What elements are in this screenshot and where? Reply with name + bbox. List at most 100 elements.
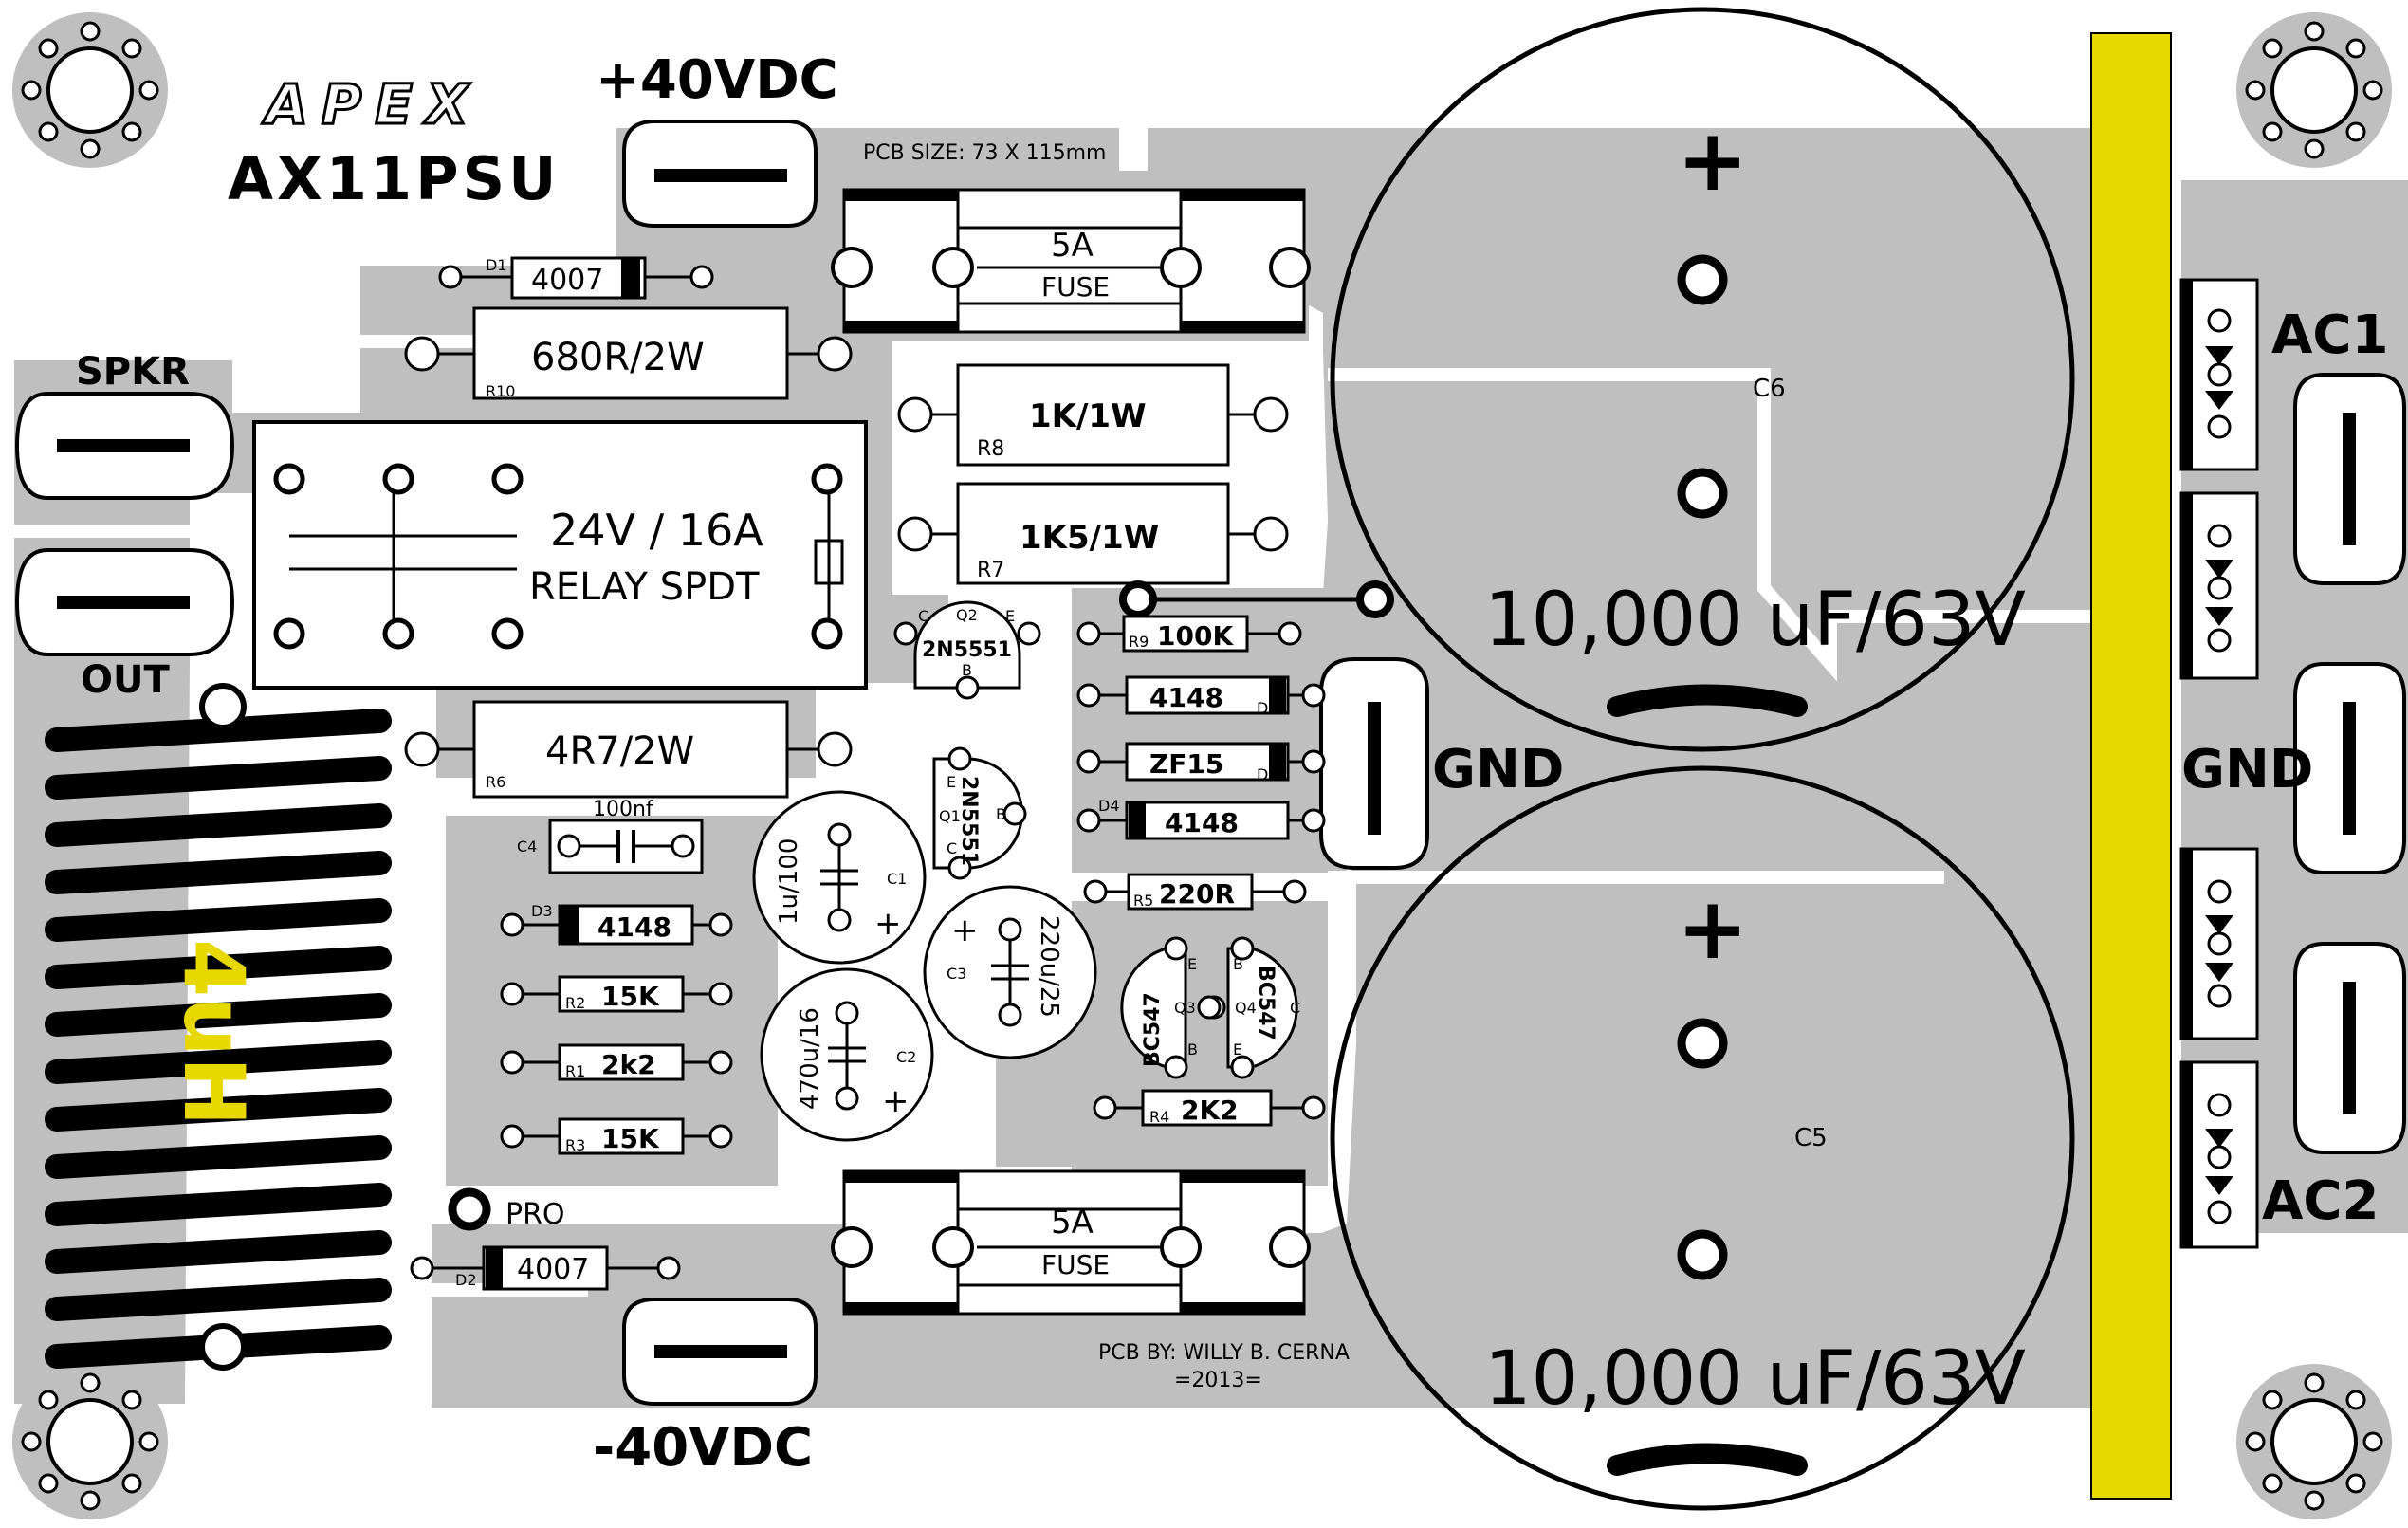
diode-d3[interactable]: D3 4148 [500,902,733,946]
spkr-label: SPKR [76,350,190,394]
credit-line1: PCB BY: WILLY B. CERNA [1098,1341,1350,1365]
transistor-q4[interactable]: BC547 Q4 B C E [1197,936,1300,1079]
c6-value: 10,000 uF/63V [1484,578,2026,663]
d6-value: 4148 [1149,682,1223,713]
fuse-bottom-type: FUSE [1041,1249,1110,1280]
inductor-value: 4uH [165,939,263,1127]
c2-polarity: + [882,1082,910,1120]
credit-line2: =2013= [1174,1369,1262,1392]
resistor-r9[interactable]: R9 100K [1076,615,1302,653]
d3-value: 4148 [597,911,671,943]
resistor-r2[interactable]: R2 15K [500,975,733,1013]
q4-pin-b: B [1233,955,1243,973]
capacitor-c5[interactable]: + C5 10,000 uF/63V [1330,765,2075,1511]
diode-d2[interactable]: D2 4007 [410,1245,681,1291]
r6-ref: R6 [486,773,505,791]
q4-pin-c: C [1290,999,1300,1017]
q4-value: BC547 [1254,966,1278,1040]
q2-value: 2N5551 [922,638,1012,662]
brand-logo: APEX [262,72,482,137]
capacitor-c3[interactable]: 220u/25 C3 + [923,885,1097,1059]
fuse-bottom[interactable]: 5A FUSE [831,1169,1311,1316]
capacitor-c2[interactable]: 470u/16 C2 + [760,967,934,1142]
d5-value: ZF15 [1149,748,1223,780]
diode-d4[interactable]: D4 4148 [1076,797,1326,840]
q3-ref: Q3 [1174,999,1196,1017]
pos-supply-terminal[interactable] [622,120,818,228]
r4-ref: R4 [1149,1108,1169,1126]
resistor-r8[interactable]: R8 1K/1W [897,363,1289,467]
pos-supply-label: +40VDC [596,49,838,111]
q1-ref: Q1 [939,807,961,825]
q2-pin-c: C [918,607,928,625]
q1-pin-b: B [996,805,1006,823]
gnd-right-terminal[interactable] [2293,662,2406,874]
resistor-r3[interactable]: R3 15K [500,1117,733,1155]
ac1-label: AC1 [2271,304,2388,366]
diode-d6[interactable]: D6 4148 [1076,675,1326,717]
d1-ref: D1 [486,256,507,274]
gnd-mid-terminal[interactable] [1319,657,1429,870]
ac2-terminal[interactable] [2293,942,2406,1154]
r3-value: 15K [601,1123,660,1154]
neg-supply-terminal[interactable] [622,1298,818,1406]
d1-value: 4007 [531,264,603,297]
relay-line2: RELAY SPDT [529,565,760,609]
ac1-terminal[interactable] [2293,373,2406,585]
q2-pin-b: B [962,661,972,679]
inductor-pad-bottom [199,1323,247,1371]
r8-value: 1K/1W [1029,397,1147,435]
q1-pin-e: E [947,773,956,791]
resistor-r10[interactable]: R10 680R/2W [404,306,853,400]
pro-label: PRO [505,1198,565,1231]
resistor-r1[interactable]: R1 2k2 [500,1043,733,1081]
transistor-q2[interactable]: 2N5551 Q2 C E B [893,600,1041,700]
c3-polarity: + [951,911,979,949]
spkr-terminal[interactable] [14,392,235,500]
q4-ref: Q4 [1235,999,1257,1017]
c1-polarity: + [874,905,902,943]
resistor-r5[interactable]: R5 220R [1083,873,1307,911]
diode-d1[interactable]: D1 4007 [438,256,714,300]
transistor-q1[interactable]: 2N5551 Q1 E B C [932,746,1027,880]
capacitor-c4[interactable]: C4 100nf [517,798,704,874]
d3-ref: D3 [531,902,553,920]
out-label: OUT [81,658,170,702]
c6-ref: C6 [1753,375,1786,403]
heatsink-bar [2090,32,2172,1500]
resistor-r7[interactable]: R7 1K5/1W [897,482,1289,585]
fuse-top[interactable]: 5A FUSE [831,188,1311,334]
c1-value: 1u/100 [775,838,803,925]
diode-d5[interactable]: D5 ZF15 [1076,742,1326,783]
resistor-r4[interactable]: R4 2K2 [1093,1089,1326,1127]
out-terminal[interactable] [14,548,235,656]
c5-polarity: + [1677,879,1748,979]
c6-polarity: + [1677,111,1748,211]
pro-pad[interactable] [448,1187,491,1231]
c1-ref: C1 [887,870,907,888]
d2-value: 4007 [517,1253,589,1286]
d4-value: 4148 [1165,807,1239,838]
c5-value: 10,000 uF/63V [1484,1336,2026,1422]
inductor-pad-top [199,683,247,730]
r3-ref: R3 [565,1136,585,1154]
wire-jumper [1119,580,1394,618]
q2-ref: Q2 [956,606,978,624]
c4-value: 100nf [593,798,654,821]
resistor-r6[interactable]: R6 4R7/2W [404,700,853,799]
c3-ref: C3 [947,965,966,983]
d6-ref: D6 [1257,699,1278,717]
capacitor-c6[interactable]: + C6 10,000 uF/63V [1330,7,2075,752]
r1-value: 2k2 [601,1049,656,1080]
bridge-diodes [2179,278,2259,1249]
d4-ref: D4 [1098,797,1120,815]
capacitor-c1[interactable]: 1u/100 C1 + [752,790,927,965]
r6-value: 4R7/2W [545,729,694,773]
relay[interactable]: 24V / 16A RELAY SPDT [252,420,868,690]
r5-ref: R5 [1133,892,1153,910]
d2-ref: D2 [455,1271,477,1289]
c2-value: 470u/16 [796,1007,824,1110]
r1-ref: R1 [565,1062,585,1080]
r9-ref: R9 [1129,633,1149,651]
